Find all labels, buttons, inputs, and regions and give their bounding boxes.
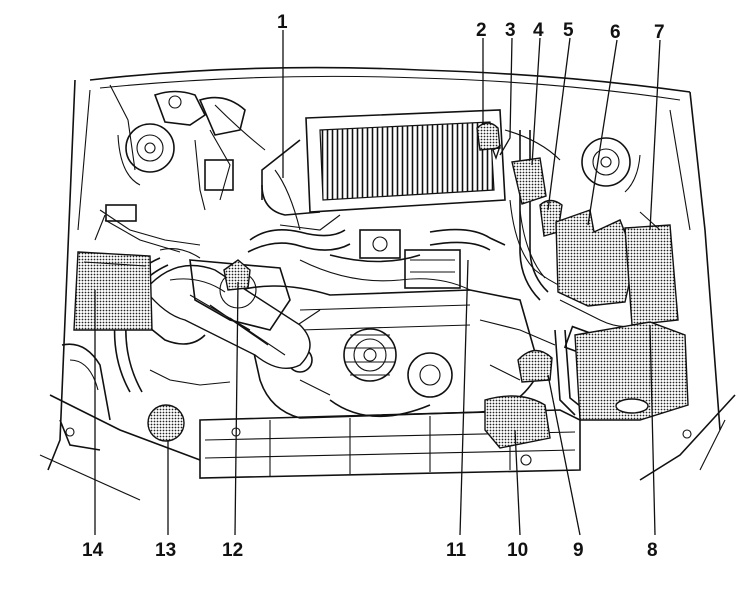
intake-plumbing	[247, 169, 601, 301]
callout-11: 11	[446, 540, 467, 561]
callout-5: 5	[563, 20, 574, 41]
component-8-tank	[574, 321, 689, 421]
intercooler	[261, 109, 561, 231]
callout-13: 13	[155, 540, 176, 561]
component-2-cap	[476, 122, 501, 151]
right-strut-tower	[581, 137, 641, 193]
component-9-cap	[517, 349, 553, 383]
component-13-cap	[147, 404, 185, 442]
callout-8: 8	[647, 540, 658, 561]
leader-lines	[94, 30, 661, 536]
component-6-reservoir	[555, 209, 636, 307]
callout-4: 4	[533, 20, 544, 41]
callout-7: 7	[654, 22, 665, 43]
air-intake-duct	[135, 248, 311, 369]
brake-master-cylinder	[109, 84, 266, 211]
component-7-battery	[624, 224, 679, 326]
component-12-cap	[223, 259, 251, 291]
callout-1: 1	[277, 12, 288, 33]
callout-2: 2	[476, 20, 487, 41]
callout-12: 12	[222, 540, 243, 561]
callout-6: 6	[610, 22, 621, 43]
component-4	[511, 157, 547, 205]
callout-14: 14	[82, 540, 104, 561]
left-strut-tower	[117, 123, 175, 186]
callout-3: 3	[505, 20, 516, 41]
callout-9: 9	[573, 540, 584, 561]
component-10	[484, 395, 551, 449]
callout-10: 10	[507, 540, 528, 561]
component-14-aircleaner	[73, 251, 153, 331]
